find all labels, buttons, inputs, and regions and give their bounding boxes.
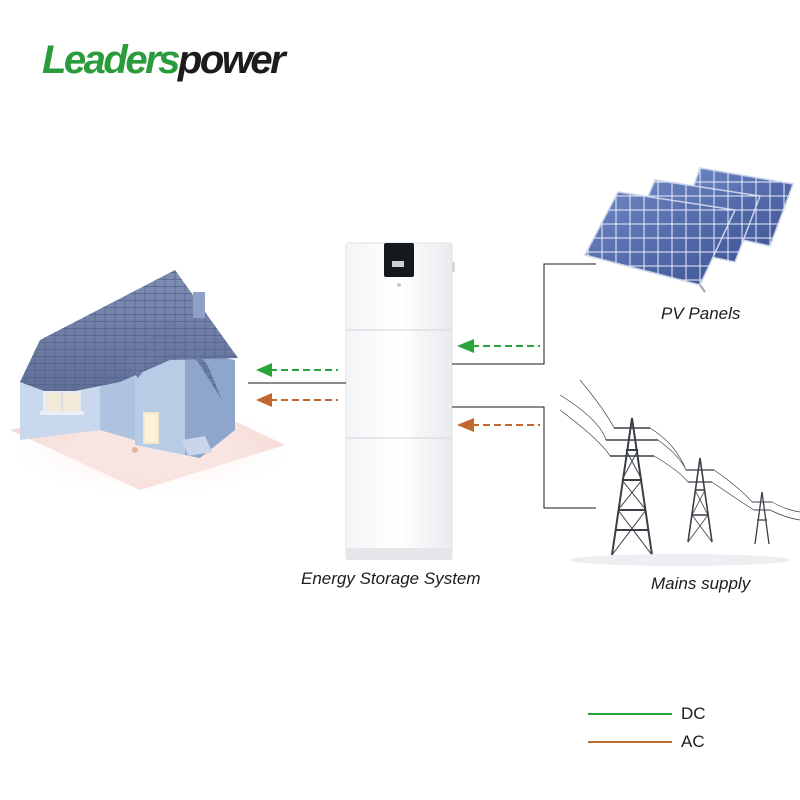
brand-logo-part1: Leaders: [42, 38, 180, 82]
mains-connector-line: [452, 406, 596, 509]
ac-arrow-from-mains: [457, 418, 540, 432]
legend-dc-label: DC: [681, 704, 706, 723]
solar-panel-icon: [583, 167, 795, 293]
dc-arrow-from-pv: [457, 339, 540, 353]
power-tower-icon: [559, 379, 800, 566]
storage-cabinet-icon: [345, 242, 455, 560]
ac-arrow-to-house: [256, 393, 338, 407]
ess-label: Energy Storage System: [301, 569, 481, 588]
legend-ac-label: AC: [681, 732, 705, 751]
brand-logo: Leaderspower: [42, 38, 286, 82]
connector-lines: [248, 263, 596, 509]
brand-logo-part2: power: [177, 38, 286, 82]
pv-label: PV Panels: [661, 304, 741, 323]
house-icon: [10, 270, 290, 495]
dc-arrow-to-house: [256, 363, 338, 377]
mains-label: Mains supply: [651, 574, 751, 593]
pv-connector-line: [452, 263, 596, 365]
